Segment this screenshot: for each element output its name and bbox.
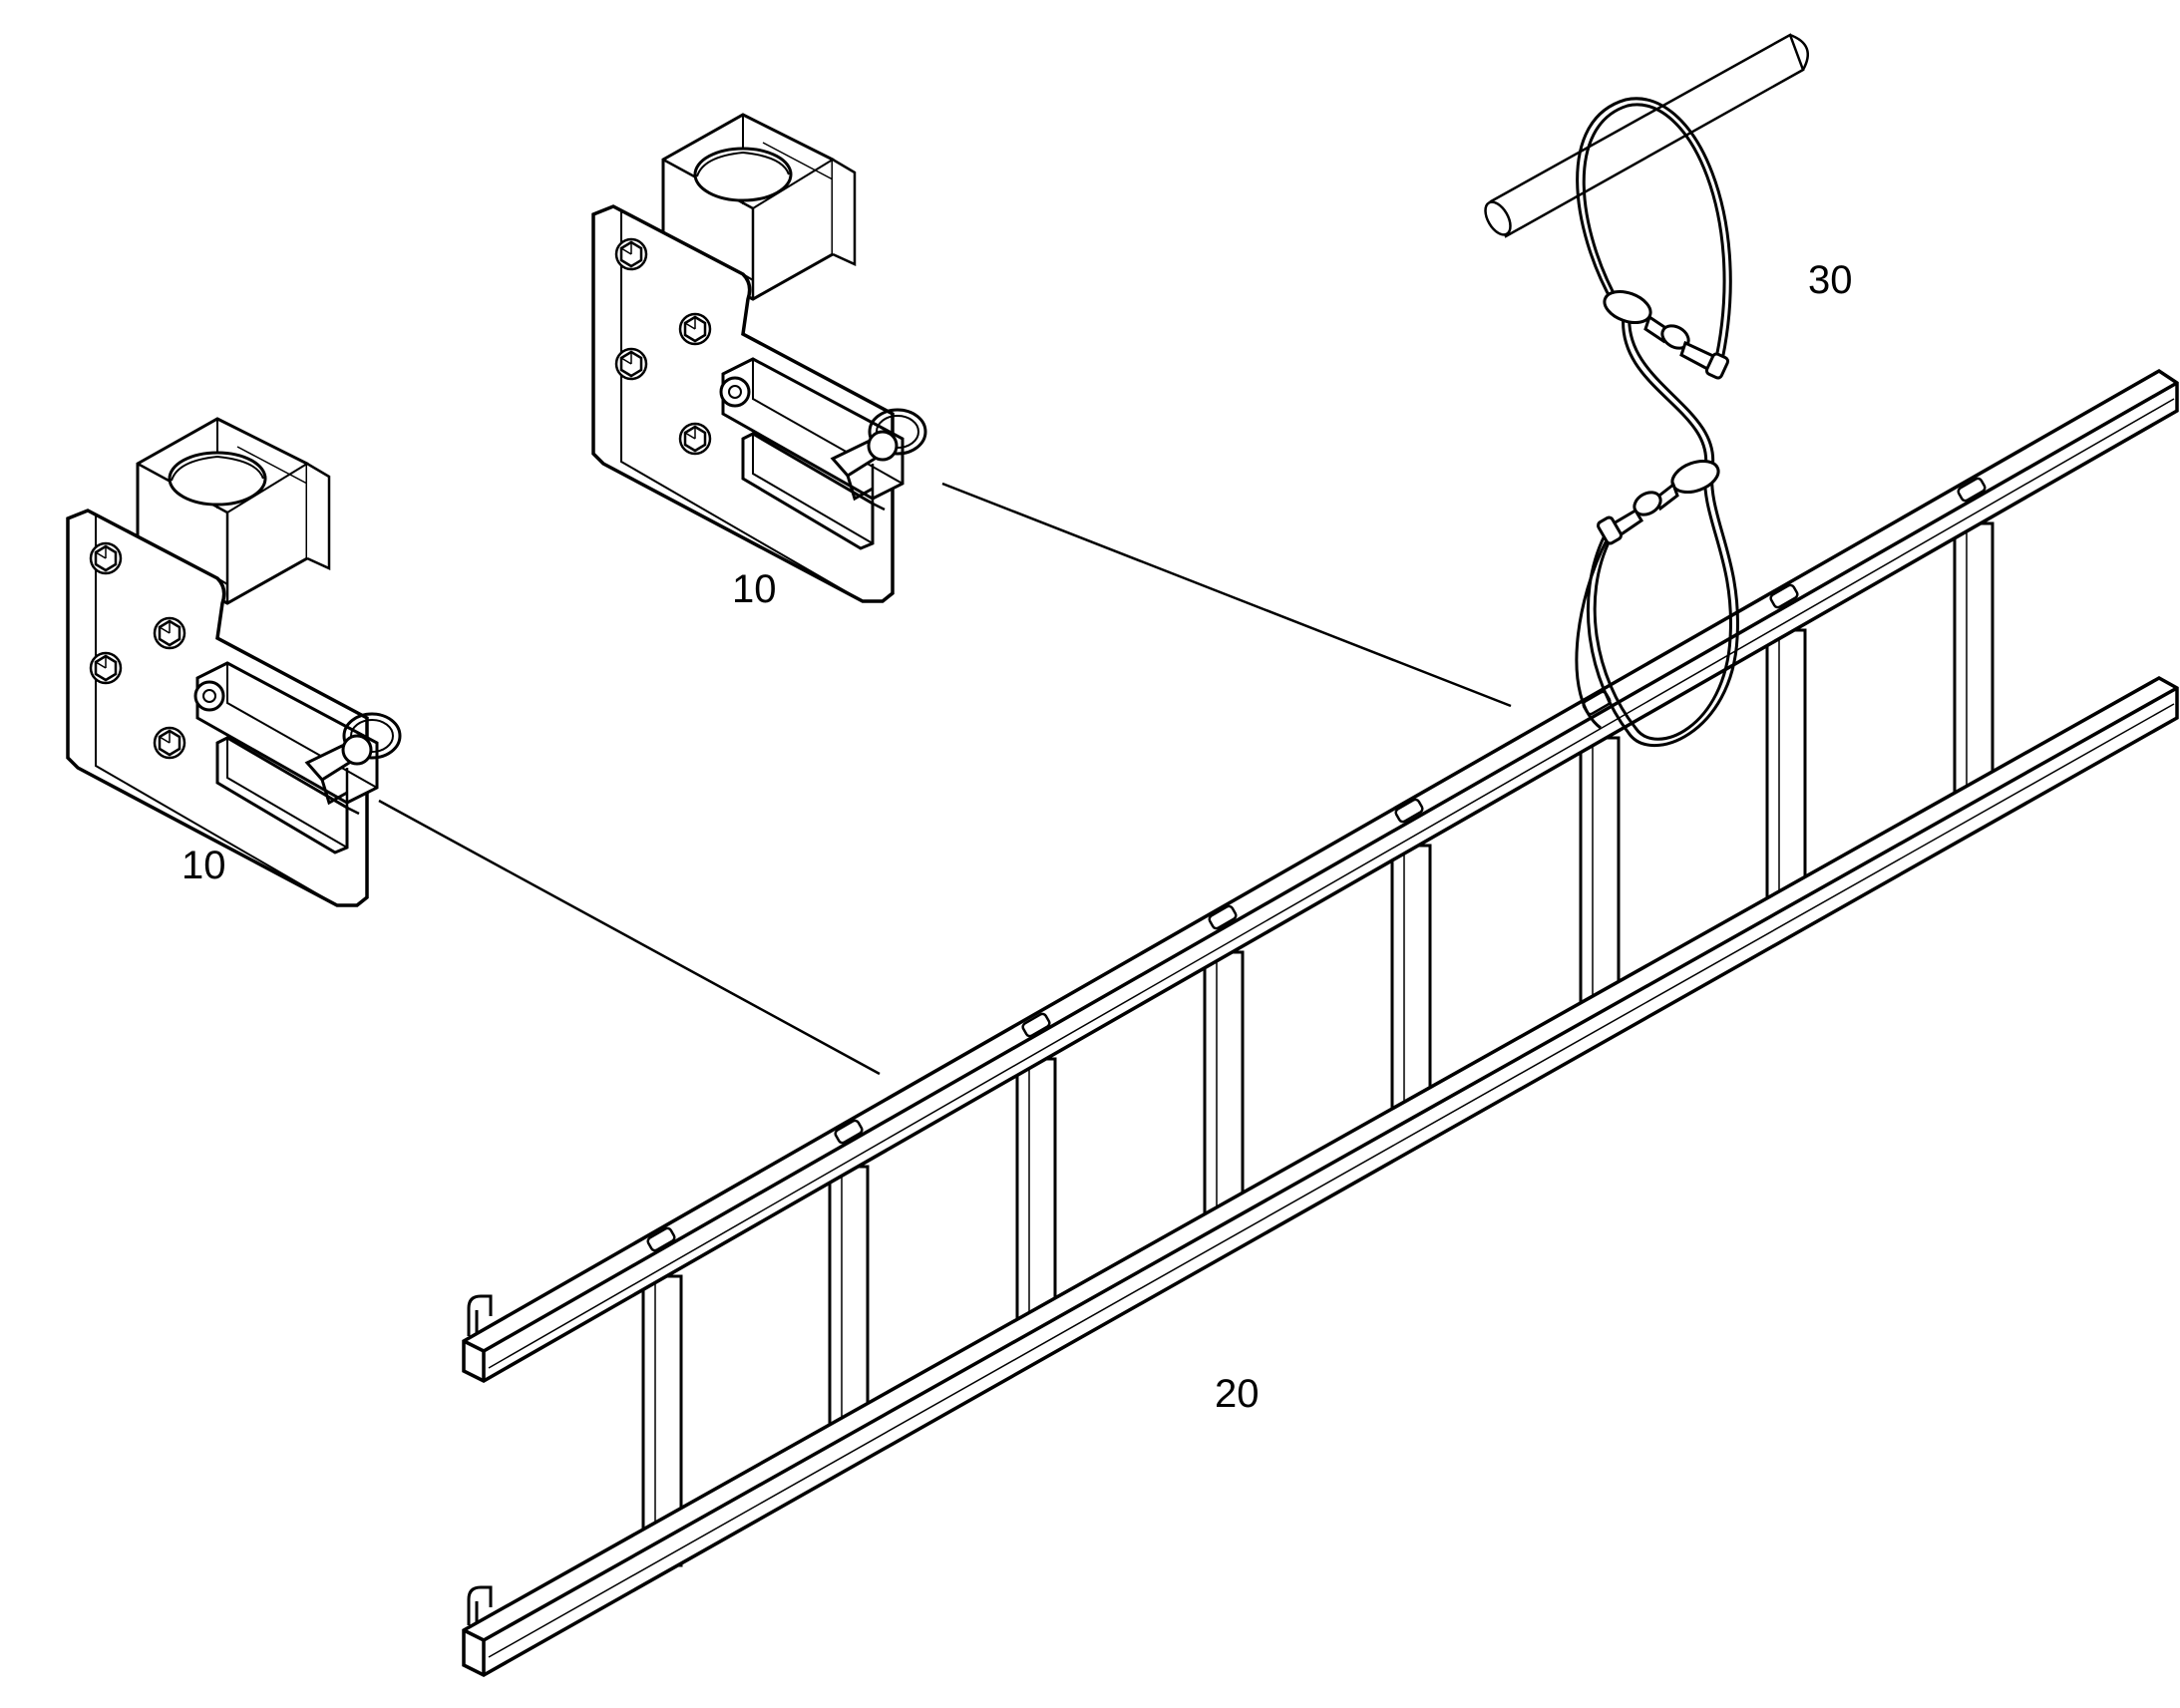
ref-label-bracket-upper: 10	[732, 567, 777, 611]
leader-line-upper	[941, 482, 1512, 708]
rail-slots	[646, 477, 1987, 1252]
ref-label-lanyard: 30	[1808, 258, 1853, 302]
ladder-rungs	[641, 521, 1995, 1567]
lower-shackle	[1597, 459, 1720, 545]
lanyard-cable	[1575, 97, 1739, 748]
mounting-bracket-upper	[593, 115, 925, 601]
leader-line-lower	[378, 799, 881, 1076]
overhead-pipe	[1484, 33, 1809, 238]
ref-label-ladder: 20	[1215, 1372, 1260, 1416]
ladder-hooks	[467, 1294, 493, 1625]
mounting-bracket-lower	[68, 419, 400, 905]
ladder-rail-lower	[462, 675, 2179, 1677]
ladder	[462, 368, 2179, 1677]
ref-label-bracket-lower: 10	[182, 844, 226, 887]
upper-shackle	[1603, 289, 1730, 380]
